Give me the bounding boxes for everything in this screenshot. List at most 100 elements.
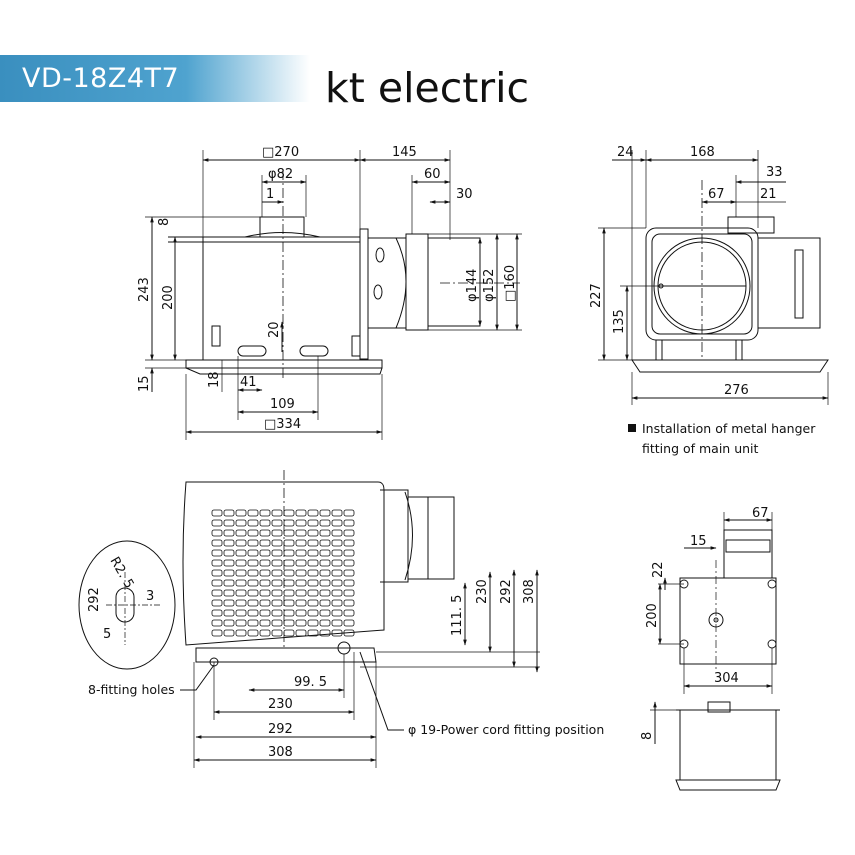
side-base <box>631 359 829 373</box>
grille-slot <box>247 539 259 547</box>
grille-slot <box>343 609 355 617</box>
brand-title: kt electric <box>325 64 530 112</box>
grille-slot <box>343 559 355 567</box>
grille-slot <box>295 569 307 577</box>
section-body <box>679 709 777 781</box>
grille-slot <box>343 509 355 517</box>
top-body <box>679 577 777 665</box>
grille-slot <box>211 519 223 527</box>
dim-text: φ152 <box>482 269 497 302</box>
grille-slot <box>247 509 259 517</box>
dim-text: 111. 5 <box>450 595 465 636</box>
grille-slot <box>343 589 355 597</box>
dim-text: 22 <box>651 561 666 578</box>
grille-slot <box>343 599 355 607</box>
dim-text: 15 <box>137 375 152 392</box>
grille-slot <box>331 619 343 627</box>
dim-text: 3 <box>146 589 154 604</box>
bottom-body <box>182 481 385 646</box>
grille-slot <box>295 609 307 617</box>
dim-text: □160 <box>503 265 518 302</box>
grille-slot <box>283 559 295 567</box>
dim-text: 304 <box>714 671 739 686</box>
dim-text: 33 <box>766 165 783 180</box>
grille-slot <box>235 549 247 557</box>
grille-slot <box>307 519 319 527</box>
dim-text: 230 <box>268 697 293 712</box>
grille-slot <box>271 539 283 547</box>
dim-text: 18 <box>207 371 222 388</box>
grille-slot <box>211 609 223 617</box>
grille-slot <box>211 549 223 557</box>
dim-text: 292 <box>87 587 102 612</box>
grille-slot <box>211 589 223 597</box>
grille-slot <box>271 589 283 597</box>
grille-slot <box>283 519 295 527</box>
grille-slot <box>331 599 343 607</box>
grille-slot <box>235 579 247 587</box>
grille-slot <box>247 609 259 617</box>
dim-text: φ82 <box>268 167 293 182</box>
grille-slot <box>235 609 247 617</box>
grille-slot <box>211 569 223 577</box>
grille-slot <box>271 599 283 607</box>
grille-slot <box>259 579 271 587</box>
grille-slot <box>331 629 343 637</box>
dim-text: 230 <box>475 579 490 604</box>
dim-text: φ144 <box>465 269 480 302</box>
front-view: □270 145 60 30 φ82 1 8 243 200 15 18 20 … <box>137 145 522 440</box>
grille-slot <box>295 559 307 567</box>
grille-slot <box>283 539 295 547</box>
grille-slot <box>331 579 343 587</box>
grille-slot <box>259 549 271 557</box>
grille-slot <box>223 559 235 567</box>
grille-slot <box>223 509 235 517</box>
grille-slot <box>235 509 247 517</box>
grille-slot <box>259 609 271 617</box>
grille-slot <box>223 589 235 597</box>
bottom-grille <box>211 509 355 637</box>
grille-slot <box>307 579 319 587</box>
grille-slot <box>223 599 235 607</box>
grille-slot <box>295 549 307 557</box>
grille-slot <box>319 629 331 637</box>
dim-text: 67 <box>752 506 769 521</box>
side-view: 24 168 33 67 21 227 135 276 Installation… <box>589 145 829 456</box>
dim-text: 99. 5 <box>294 675 327 690</box>
dim-text: 24 <box>617 145 634 160</box>
dim-text: 200 <box>161 285 176 310</box>
grille-slot <box>283 509 295 517</box>
grille-slot <box>283 589 295 597</box>
grille-slot <box>295 589 307 597</box>
grille-slot <box>235 529 247 537</box>
grille-slot <box>259 589 271 597</box>
note-bullet <box>628 424 636 432</box>
grille-slot <box>247 559 259 567</box>
front-base-plate <box>185 359 383 369</box>
dim-text: 243 <box>137 277 152 302</box>
dim-text: 60 <box>424 167 441 182</box>
grille-slot <box>319 519 331 527</box>
grille-slot <box>295 619 307 627</box>
grille-slot <box>319 539 331 547</box>
dim-text: 227 <box>589 283 604 308</box>
dim-text: 5 <box>103 627 111 642</box>
grille-slot <box>295 629 307 637</box>
grille-slot <box>223 549 235 557</box>
grille-slot <box>211 599 223 607</box>
grille-slot <box>343 569 355 577</box>
grille-slot <box>307 509 319 517</box>
grille-slot <box>283 629 295 637</box>
note-text-line1: Installation of metal hanger <box>642 421 816 436</box>
fitting-slot <box>237 345 267 357</box>
dim-text: 20 <box>267 321 282 338</box>
grille-slot <box>319 589 331 597</box>
grille-slot <box>295 529 307 537</box>
grille-slot <box>307 529 319 537</box>
grille-slot <box>211 629 223 637</box>
grille-slot <box>343 629 355 637</box>
grille-slot <box>223 529 235 537</box>
grille-slot <box>271 509 283 517</box>
grille-slot <box>343 579 355 587</box>
